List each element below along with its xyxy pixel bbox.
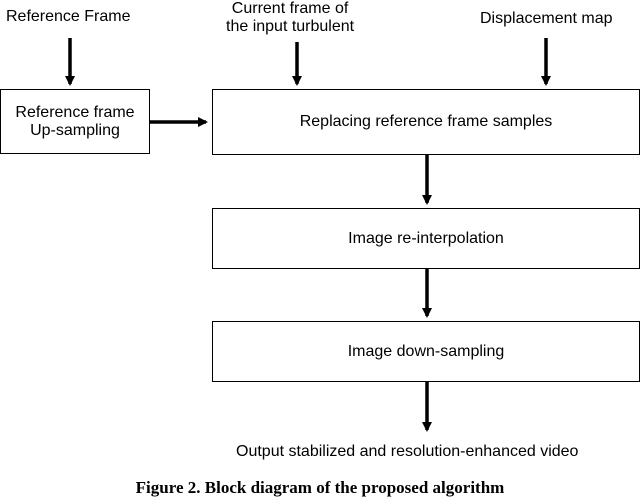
downsampling-box: Image down-sampling — [212, 321, 640, 382]
replacing-samples-box: Replacing reference frame samples — [212, 89, 640, 155]
reinterpolation-box-label: Image re-interpolation — [348, 229, 504, 247]
upsampling-box-label: Reference frame Up-sampling — [15, 103, 135, 139]
output-label: Output stabilized and resolution-enhance… — [236, 443, 579, 460]
displacement-map-input-label: Displacement map — [480, 10, 613, 27]
reference-frame-input-label: Reference Frame — [6, 8, 131, 25]
figure-caption: Figure 2. Block diagram of the proposed … — [135, 478, 505, 497]
reinterpolation-box: Image re-interpolation — [212, 208, 640, 269]
replacing-samples-box-label: Replacing reference frame samples — [299, 113, 553, 130]
downsampling-box-label: Image down-sampling — [347, 342, 505, 360]
current-frame-input-label: Current frame of the input turbulent — [226, 0, 355, 35]
upsampling-box: Reference frame Up-sampling — [0, 89, 150, 154]
